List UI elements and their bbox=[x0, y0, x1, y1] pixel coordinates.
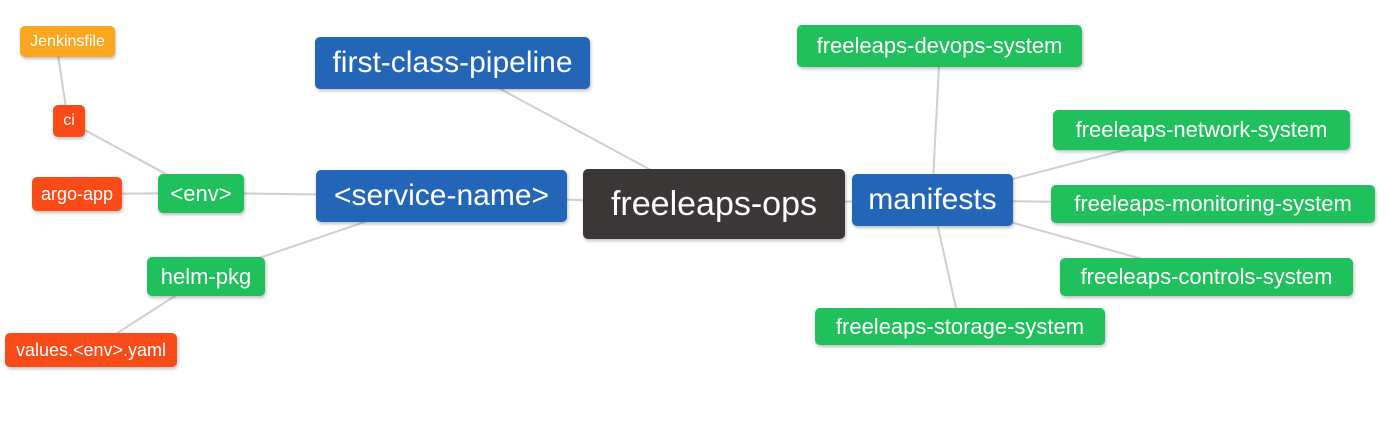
node-jenkinsfile[interactable]: Jenkinsfile bbox=[20, 26, 115, 57]
node-freeleaps-controls-system[interactable]: freeleaps-controls-system bbox=[1060, 258, 1353, 296]
node-freeleaps-monitoring-system[interactable]: freeleaps-monitoring-system bbox=[1051, 185, 1375, 223]
node-freeleaps-storage-system[interactable]: freeleaps-storage-system bbox=[815, 308, 1105, 345]
node-service-name[interactable]: <service-name> bbox=[316, 170, 567, 222]
node-values-env-yaml[interactable]: values.<env>.yaml bbox=[5, 333, 177, 367]
node-freeleaps-network-system[interactable]: freeleaps-network-system bbox=[1053, 110, 1350, 150]
node-freeleaps-devops-system[interactable]: freeleaps-devops-system bbox=[797, 25, 1082, 67]
node-manifests[interactable]: manifests bbox=[852, 174, 1013, 226]
node-ci[interactable]: ci bbox=[53, 105, 85, 137]
node-env[interactable]: <env> bbox=[158, 174, 244, 213]
node-freeleaps-ops[interactable]: freeleaps-ops bbox=[583, 169, 845, 239]
node-argo-app[interactable]: argo-app bbox=[32, 177, 122, 211]
node-first-class-pipeline[interactable]: first-class-pipeline bbox=[315, 37, 590, 89]
node-helm-pkg[interactable]: helm-pkg bbox=[147, 257, 265, 296]
